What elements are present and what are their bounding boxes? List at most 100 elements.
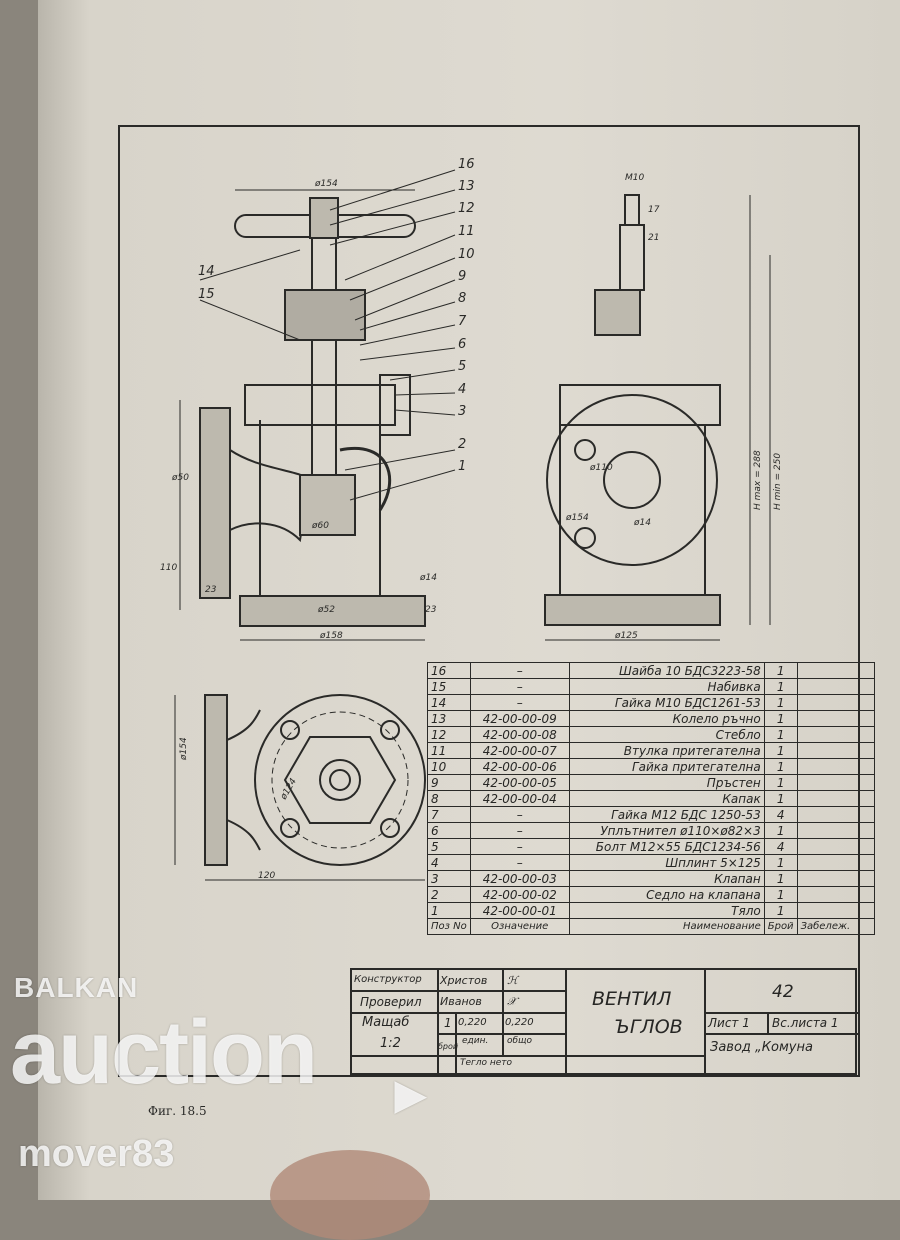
finger [270,1150,430,1240]
dim-label: ø52 [317,605,335,615]
dim-label: H min = 250 [773,453,783,510]
valve-drawing: 16 13 12 11 10 9 8 7 6 5 4 3 2 1 14 15 ø… [160,157,783,881]
table-cell: – [469,694,570,711]
table-cell: Набивка [568,678,765,695]
dim-label: 17 [648,205,660,215]
table-cell: Гайка М12 БДС 1250-53 [568,806,765,823]
table-cell: 1 [763,822,798,839]
table-cell: Капак [568,790,765,807]
table-cell: 1 [763,710,798,727]
table-cell [796,790,875,807]
dim-label: ø14 [633,518,651,528]
table-cell [796,678,875,695]
drawing-title-line1: ВЕНТИЛ [592,988,672,1010]
drawing-title-line2: ЪГЛОВ [614,1016,683,1038]
dim-label: M10 [625,173,644,183]
designer-name: Христов [440,974,488,987]
table-cell: Болт М12×55 БДС1234-56 [568,838,765,855]
table-cell: 4 [427,854,471,871]
table-cell: Шайба 10 БДС3223-58 [568,662,765,679]
total-sheets: Вс.листа 1 [772,1016,839,1030]
balloon: 16 [458,157,475,172]
table-cell: Пръстен [568,774,765,791]
checker-signature: 𝒳 [507,995,517,1008]
book-page [38,0,900,1200]
table-cell [796,854,875,871]
table-cell: 10 [427,758,471,775]
table-cell: 12 [427,726,471,743]
table-cell: – [469,854,570,871]
front-view [179,189,426,641]
count-label: брой [438,1042,459,1051]
designer-label: Конструктор [354,974,422,985]
dim-label: ø154 [565,513,589,523]
table-cell: Гайка притегателна [568,758,765,775]
table-cell: 15 [427,678,471,695]
table-cell: 1 [763,774,798,791]
table-cell: 1 [763,742,798,759]
dim-label: ø125 [614,631,638,641]
dim-label: 23 [205,585,217,595]
table-cell: 42-00-00-07 [469,742,570,759]
table-cell [796,902,875,919]
table-cell: 42-00-00-05 [469,774,570,791]
table-cell: 13 [427,710,471,727]
checker-name: Иванов [440,995,482,1008]
total-label: общо [507,1036,533,1046]
quantity: 1 [444,1016,452,1030]
table-cell: 5 [427,838,471,855]
dim-label: ø158 [319,631,343,641]
table-cell: Стебло [568,726,765,743]
balloon: 7 [458,314,467,329]
drawing-number: 42 [772,982,794,1002]
checked-label: Проверил [360,995,422,1009]
dim-label: ø110 [589,463,613,473]
dim-label: 23 [425,605,437,615]
table-cell [796,742,875,759]
table-cell: – [469,838,570,855]
balloon: 15 [198,287,215,302]
column-header: Поз No [427,918,471,935]
table-cell [796,774,875,791]
play-icon: ▶ [395,1073,426,1117]
figure-caption: Фиг. 18.5 [148,1104,207,1118]
table-cell: 16 [427,662,471,679]
balloon: 12 [458,201,475,216]
table-cell: 1 [763,902,798,919]
table-cell: 42-00-00-08 [469,726,570,743]
mass-unit: 0,220 [458,1017,487,1028]
table-cell: Втулка притегателна [568,742,765,759]
unit-label: един. [462,1036,489,1046]
balloon: 13 [458,179,475,194]
table-cell: Колело ръчно [568,710,765,727]
table-cell [796,726,875,743]
balloon: 9 [458,269,466,284]
designer-signature: ℋ [507,974,518,987]
balloon: 14 [198,264,215,279]
photo: 16 13 12 11 10 9 8 7 6 5 4 3 2 1 14 15 ø… [10,0,900,1240]
table-cell: 4 [763,806,798,823]
table-cell [796,694,875,711]
table-cell: 2 [427,886,471,903]
table-cell: 14 [427,694,471,711]
table-cell: 42-00-00-03 [469,870,570,887]
table-cell [796,870,875,887]
table-cell [796,806,875,823]
sheet-number: Лист 1 [708,1016,750,1030]
table-cell: 42-00-00-01 [469,902,570,919]
table-cell: 6 [427,822,471,839]
scale-label: Мащаб [362,1015,410,1030]
table-cell: 1 [763,726,798,743]
leader-lines [199,169,456,501]
table-cell: 42-00-00-02 [469,886,570,903]
balloon: 1 [458,459,466,474]
table-cell [796,838,875,855]
